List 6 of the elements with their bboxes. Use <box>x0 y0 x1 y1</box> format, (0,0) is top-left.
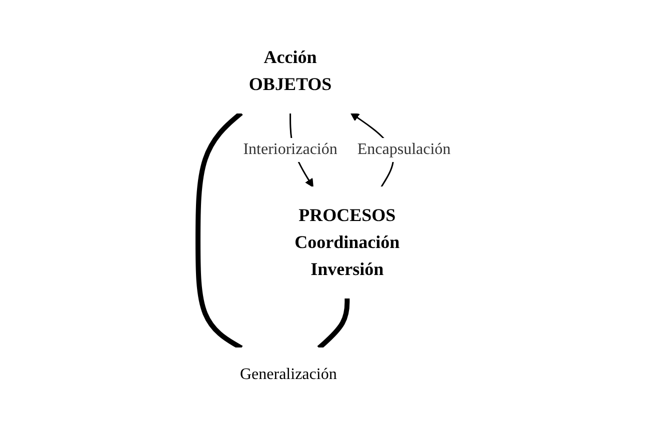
edge-label: Encapsulación <box>357 140 450 158</box>
node-text: PROCESOS Coordinación Inversión <box>294 204 400 278</box>
connector <box>316 298 350 350</box>
node-text: Acción OBJETOS <box>248 46 332 94</box>
edge-label: Interiorización <box>242 140 338 158</box>
node-text: Generalización <box>240 365 336 382</box>
